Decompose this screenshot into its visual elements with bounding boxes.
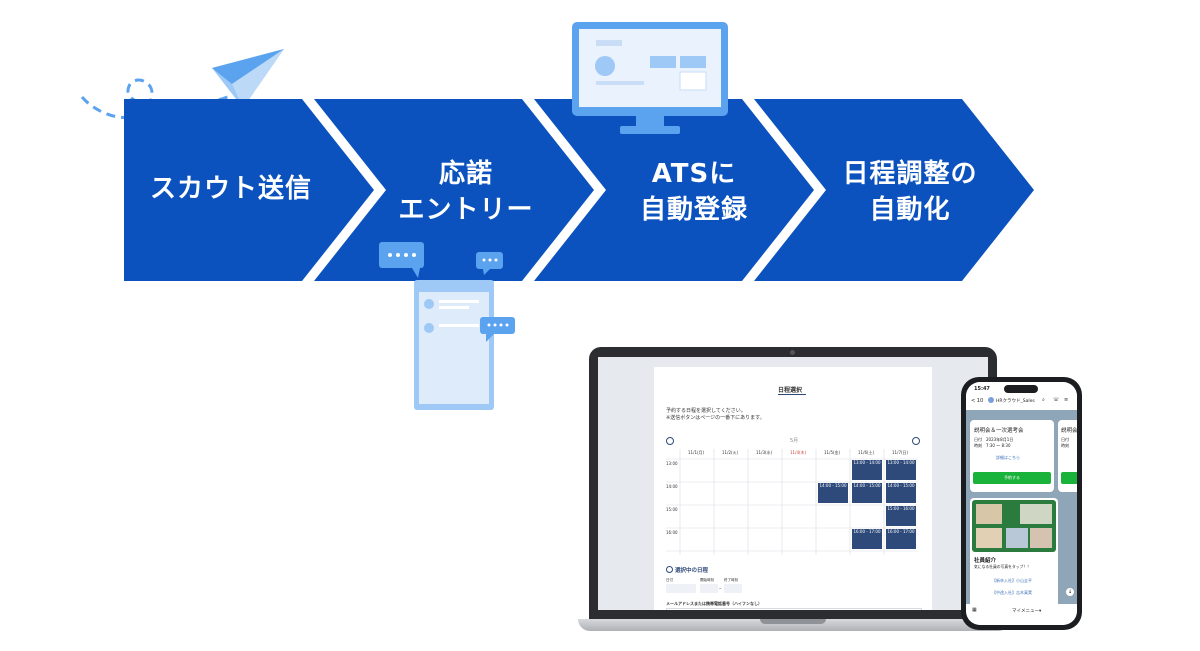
prev-week-icon[interactable] [666, 437, 674, 445]
clock-icon [666, 566, 673, 573]
time-slot[interactable]: 16:00 - 17:00 [852, 529, 882, 549]
call-icon[interactable]: ☏ [1053, 397, 1060, 403]
day-header: 11/3(水) [756, 450, 773, 455]
monitor-icon [572, 22, 728, 134]
time-slot[interactable]: 14:00 - 15:00 [852, 483, 882, 503]
title-underline [778, 394, 806, 395]
staff-card: 社員紹介 気になる社員の写真をタップ！！ 【新卒入社】小山圭平 【中途入社】吉木… [970, 498, 1058, 610]
event-card: 説明会 日付 時刻 [1058, 420, 1077, 492]
event-card-time: 時刻 [1061, 443, 1069, 448]
flow-step-1-shape [124, 99, 374, 281]
time-label: 16:00 [666, 530, 678, 535]
laptop-notch [760, 619, 826, 624]
end-field-label: 終了時刻 [724, 578, 738, 582]
flow-step-4-line1: 日程調整の [842, 159, 978, 189]
flow-step-2-line1: 応諾 [438, 159, 493, 189]
event-card-link[interactable]: 詳細はこちら [996, 455, 1020, 460]
selected-heading: 選択中の日程 [675, 568, 709, 574]
time-slot[interactable]: 14:00 - 15:00 [818, 483, 848, 503]
time-range-separator: – [719, 586, 722, 592]
reserve-button[interactable] [1061, 472, 1077, 484]
flow-step-3-line2: 自動登録 [639, 195, 748, 225]
reserve-button[interactable]: 予約する [973, 472, 1051, 484]
time-label: 14:00 [666, 484, 678, 489]
instruction-line2: ※送信ボタンはページの一番下にあります。 [666, 415, 765, 421]
phone-island [1004, 385, 1038, 393]
month-label: 5月 [790, 438, 799, 444]
paper-plane-icon [80, 49, 284, 120]
staff-card-title: 社員紹介 [974, 558, 997, 564]
laptop-camera-icon [790, 350, 795, 355]
flow-step-1-label: スカウト送信 [136, 171, 326, 207]
staff-photo[interactable] [1030, 528, 1052, 548]
chat-name: HRクラウド_Sales [996, 399, 1035, 404]
staff-photo[interactable] [976, 528, 1002, 548]
day-header: 11/7(日) [892, 450, 909, 455]
next-week-icon[interactable] [912, 437, 920, 445]
day-header: 11/2(火) [722, 450, 739, 455]
day-header: 11/1(月) [688, 450, 705, 455]
flow-step-2-label: 応諾 エントリー [366, 156, 566, 228]
staff-photo-collage[interactable] [972, 500, 1056, 552]
end-time-field[interactable] [724, 584, 742, 593]
time-slot[interactable]: 13:00 - 14:00 [852, 460, 882, 480]
staff-link[interactable]: 【中途入社】吉木真実 [992, 590, 1032, 595]
flow-step-3-label: ATSに 自動登録 [594, 156, 794, 228]
time-label: 13:00 [666, 461, 678, 466]
event-card-title: 説明会＆一次選考会 [974, 428, 1024, 434]
schedule-title: 日程選択 [778, 387, 803, 394]
menu-icon[interactable]: ≡ [1064, 397, 1069, 403]
laptop-screen: 日程選択 予約する日程を選択してください。 ※送信ボタンはページの一番下にありま… [598, 357, 988, 610]
date-field[interactable] [666, 584, 696, 593]
flow-step-2-line2: エントリー [398, 195, 534, 225]
schedule-card: 日程選択 予約する日程を選択してください。 ※送信ボタンはページの一番下にありま… [654, 367, 932, 610]
phone-screen: 15:47 < 10 HRクラウド_Sales ⌕ ☏ ≡ 説明会＆一次選考会 … [966, 382, 1077, 625]
event-card-title: 説明会 [1061, 428, 1077, 434]
flow-step-3-line1: ATSに [651, 159, 737, 189]
laptop-base [578, 619, 1010, 631]
chat-phone-icon [379, 242, 515, 410]
email-field[interactable] [666, 608, 922, 610]
flow-step-4-shape [754, 99, 1034, 281]
start-time-field[interactable] [700, 584, 718, 593]
flow-band [124, 99, 1034, 281]
flow-step-4-label: 日程調整の 自動化 [810, 156, 1010, 228]
event-card-date: 日付 2023年8月1日 [974, 437, 1014, 442]
staff-photo[interactable] [1020, 504, 1052, 524]
chat-avatar [988, 397, 994, 403]
day-header: 11/4(木) [790, 450, 807, 455]
flow-step-1-line1: スカウト送信 [149, 174, 312, 204]
keyboard-icon[interactable]: ▦ [972, 607, 977, 613]
flow-step-2-shape [314, 99, 594, 281]
calendar-grid-lines [666, 449, 918, 555]
time-slot[interactable]: 16:00 - 17:00 [886, 529, 916, 549]
staff-photo[interactable] [1006, 528, 1028, 548]
day-header: 11/5(金) [824, 450, 841, 455]
event-card-time: 時刻 7:30 ～ 8:30 [974, 443, 1011, 448]
calendar-grid: 11/1(月) 11/2(火) 11/3(水) 11/4(木) 11/5(金) … [666, 449, 918, 557]
day-header: 11/6(土) [858, 450, 875, 455]
time-slot[interactable]: 15:00 - 16:00 [886, 506, 916, 526]
scroll-down-icon[interactable]: ↓ [1066, 588, 1074, 596]
time-slot[interactable]: 13:00 - 14:00 [886, 460, 916, 480]
flow-step-4-line2: 自動化 [869, 195, 951, 225]
staff-card-body: 気になる社員の写真をタップ！！ [974, 564, 1031, 569]
date-field-label: 日付 [666, 578, 673, 582]
phone-clock: 15:47 [974, 386, 990, 392]
event-card-date: 日付 [1061, 437, 1069, 442]
instruction-line1: 予約する日程を選択してください。 [666, 408, 746, 414]
bottom-menu-bar [966, 604, 1077, 625]
email-label: メールアドレスまたは携帯電話番号（ハイフンなし） [666, 601, 762, 606]
back-button[interactable]: < 10 [971, 398, 984, 404]
staff-link[interactable]: 【新卒入社】小山圭平 [992, 578, 1032, 583]
event-card: 説明会＆一次選考会 日付 2023年8月1日 時刻 7:30 ～ 8:30 詳細… [970, 420, 1054, 492]
staff-photo[interactable] [976, 504, 1002, 524]
time-slot[interactable]: 14:00 - 15:00 [886, 483, 916, 503]
start-field-label: 開始時刻 [700, 578, 714, 582]
time-label: 15:00 [666, 507, 678, 512]
search-icon[interactable]: ⌕ [1042, 397, 1045, 403]
my-menu-button[interactable]: マイメニュー▾ [1012, 609, 1042, 614]
flow-step-3-shape [534, 99, 814, 281]
